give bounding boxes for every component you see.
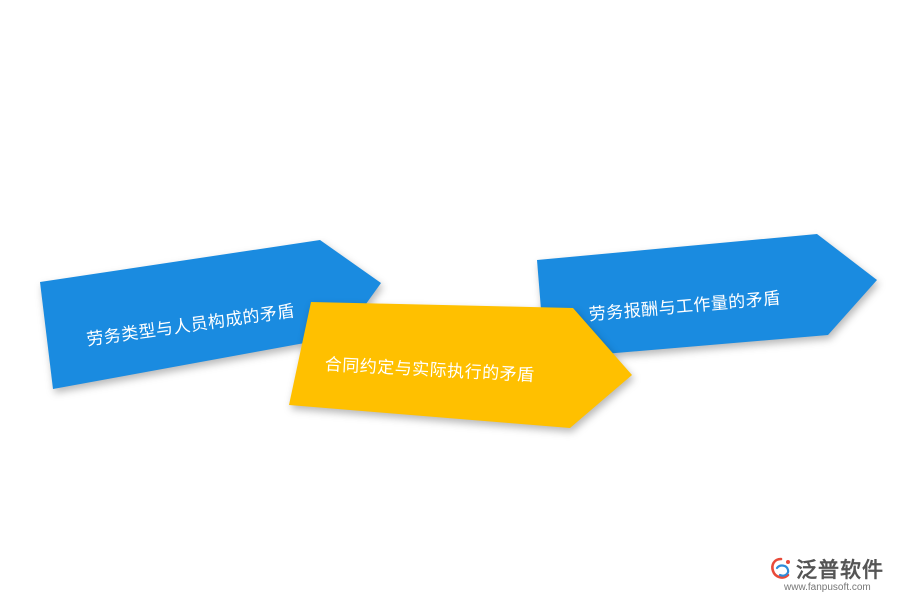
arrow-text-2: 合同约定与实际执行的矛盾 xyxy=(324,354,536,386)
arrow-shape-1 xyxy=(40,240,381,389)
arrow-shape-2 xyxy=(289,302,632,428)
brand-logo: 泛普软件 www.fanpusoft.com xyxy=(768,552,893,596)
arrow-block-2: 合同约定与实际执行的矛盾 xyxy=(287,300,633,430)
arrow-text-1: 劳务类型与人员构成的矛盾 xyxy=(85,301,297,351)
arrow-block-3: 劳务报酬与工作量的矛盾 xyxy=(535,232,878,362)
arrow-shape-3 xyxy=(537,234,877,359)
arrow-block-1: 劳务类型与人员构成的矛盾 xyxy=(38,238,383,393)
brand-url: www.fanpusoft.com xyxy=(784,582,871,593)
brand-name: 泛普软件 xyxy=(796,558,884,582)
arrow-label-2: 合同约定与实际执行的矛盾 xyxy=(284,291,636,439)
fanpu-logo-icon xyxy=(771,557,790,579)
